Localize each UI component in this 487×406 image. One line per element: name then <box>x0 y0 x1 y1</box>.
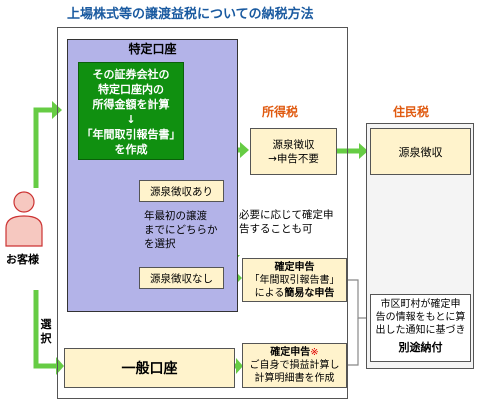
tokutei-line: ↓ <box>126 113 136 126</box>
tokutei-line: 所得金額を計算 <box>92 98 170 111</box>
optional-filing-note: 必要に応じて確定申 告することも可 <box>239 208 358 236</box>
arrow-customer-to-tokutei <box>33 107 52 188</box>
choice-text: 年最初の譲渡 までにどちらか を選択 <box>144 209 236 251</box>
filing-line-pre: による <box>254 287 285 299</box>
filing-line: 計算明細書を作成 <box>254 373 335 384</box>
resident-tax-withholding-box: 源泉徴収 <box>370 128 471 175</box>
note-line: 必要に応じて確定申 <box>239 209 334 221</box>
customer-label: お客様 <box>6 253 39 266</box>
tokutei-line: その証券会社の <box>92 68 170 81</box>
tokutei-process-box: その証券会社の 特定口座内の 所得金額を計算 ↓ 「年間取引報告書」 を作成 <box>78 62 184 160</box>
choice-line: までにどちらか <box>144 224 218 236</box>
choice-line: を選択 <box>144 238 176 250</box>
tokutei-line: 「年間取引報告書」 <box>81 128 181 141</box>
self-calc-filing-box: 確定申告※ ご自身で損益計算し 計算明細書を作成 <box>242 343 347 388</box>
simple-filing-box: 確定申告 「年間取引報告書」 による簡易な申告 <box>242 258 347 302</box>
page-title: 上場株式等の譲渡益税についての納税方法 <box>67 7 314 22</box>
filing-title: 確定申告 <box>270 347 311 358</box>
income-tax-heading: 所得税 <box>262 105 299 119</box>
municipality-notice-box: 市区町村が確定申 告の情報をもとに算 出した通知に基づき 別途納付 <box>370 294 471 362</box>
tokutei-account-label: 特定口座 <box>128 42 177 56</box>
withholding-line: 源泉徴収 <box>272 138 315 151</box>
choice-line: 年最初の譲渡 <box>144 210 207 222</box>
filing-line: ご自身で損益計算し <box>249 360 340 371</box>
tokutei-line: を作成 <box>114 143 148 156</box>
city-line: 告の情報をもとに算 <box>375 312 466 323</box>
arrow-customer-to-ippan <box>33 290 56 369</box>
filing-title: 確定申告 <box>274 261 315 273</box>
withholding-line: →申告不要 <box>268 152 319 165</box>
selection-label: 選択 <box>40 318 52 345</box>
customer-figure <box>5 191 43 247</box>
filing-title-row: 確定申告※ <box>270 346 318 359</box>
outer-frame <box>57 27 348 399</box>
note-line: 告することも可 <box>239 223 313 235</box>
filing-line-bold: 簡易な申告 <box>284 287 335 299</box>
gensen-ari-box: 源泉徴収あり <box>139 180 224 202</box>
filing-line-2: による簡易な申告 <box>255 287 335 300</box>
city-line: 市区町村が確定申 <box>380 299 461 310</box>
gensen-nashi-box: 源泉徴収なし <box>139 267 224 289</box>
separate-payment: 別途納付 <box>398 341 443 354</box>
general-account-box: 一般口座 <box>64 348 235 388</box>
footnote-mark: ※ <box>310 347 319 358</box>
tokutei-line: 特定口座内の <box>98 83 164 96</box>
filing-line: 「年間取引報告書」 <box>249 274 340 286</box>
income-tax-withholding-box: 源泉徴収 →申告不要 <box>250 128 337 175</box>
city-line: 出した通知に基づき <box>375 325 466 336</box>
resident-tax-heading: 住民税 <box>393 105 430 119</box>
